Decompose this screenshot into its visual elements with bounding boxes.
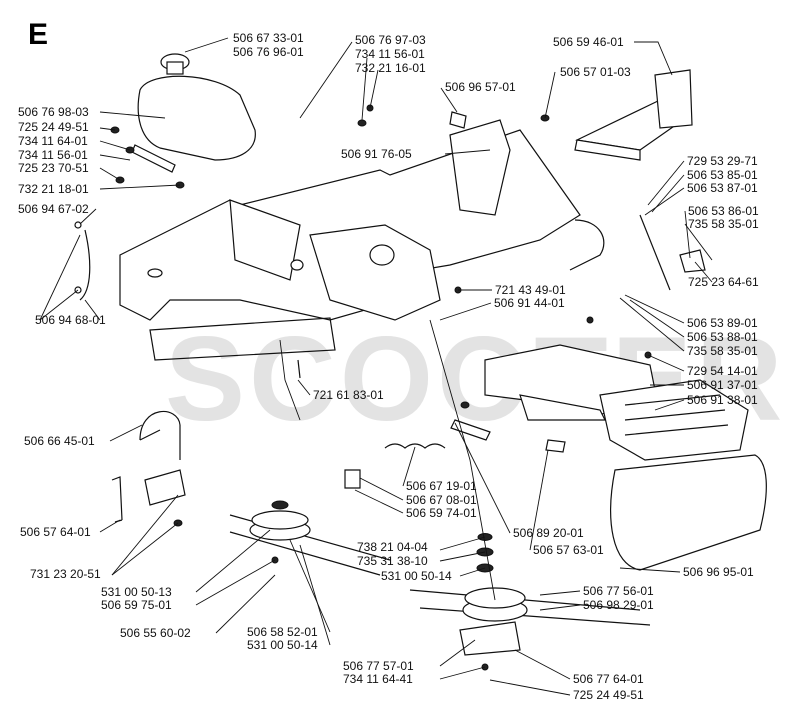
hook-bracket: [111, 410, 186, 523]
part-label: 506 91 76-05: [341, 147, 412, 161]
left-pulley: [229, 500, 391, 576]
part-labels: 506 67 33-01 506 76 96-01 506 76 97-03 7…: [18, 31, 759, 702]
part-label: 734 11 56-01: [18, 148, 88, 162]
section-letter: E: [28, 18, 48, 51]
part-label: 725 23 64-61: [688, 275, 759, 289]
part-label: 531 00 50-13: [101, 585, 172, 599]
part-label: 506 67 19-01: [406, 479, 477, 493]
side-cover: [610, 454, 767, 571]
part-label: 725 24 49-51: [18, 120, 89, 134]
part-label: 729 54 14-01: [687, 364, 758, 378]
part-label: 506 67 33-01: [233, 31, 304, 45]
part-label: 506 91 44-01: [494, 296, 565, 310]
part-label: 734 11 64-41: [343, 672, 413, 686]
main-frame: [119, 119, 605, 361]
part-label: 506 77 64-01: [573, 672, 644, 686]
part-label: 506 91 37-01: [687, 378, 758, 392]
part-label: 506 59 74-01: [406, 506, 477, 520]
part-label: 506 59 75-01: [101, 598, 172, 612]
part-label: 506 96 57-01: [445, 80, 516, 94]
part-label: 506 77 57-01: [343, 659, 414, 673]
part-label: 506 98 29-01: [583, 598, 654, 612]
part-label: 506 53 87-01: [687, 181, 758, 195]
leader-lines: [39, 37, 713, 696]
part-label: 506 59 46-01: [553, 35, 624, 49]
part-label: 506 57 64-01: [20, 525, 91, 539]
part-label: 506 76 96-01: [233, 45, 304, 59]
part-label: 732 21 16-01: [355, 61, 426, 75]
part-label: 506 53 88-01: [687, 330, 758, 344]
part-label: 731 23 20-51: [30, 567, 101, 581]
part-label: 725 24 49-51: [573, 688, 644, 702]
part-label: 506 96 95-01: [683, 565, 754, 579]
part-label: 531 00 50-14: [247, 638, 318, 652]
part-label: 735 58 35-01: [688, 217, 759, 231]
part-label: 506 76 98-03: [18, 105, 89, 119]
fuel-tank: [137, 53, 256, 161]
spring-and-arm: [344, 419, 566, 489]
part-label: 531 00 50-14: [381, 569, 452, 583]
part-label: 738 21 04-04: [357, 540, 428, 554]
part-label: 732 21 18-01: [18, 182, 89, 196]
part-label: 506 77 56-01: [583, 584, 654, 598]
part-label: 506 55 60-02: [120, 626, 191, 640]
part-label: 506 58 52-01: [247, 625, 318, 639]
part-label: 506 89 20-01: [513, 526, 584, 540]
part-label: 734 11 56-01: [355, 47, 425, 61]
part-label: 506 76 97-03: [355, 33, 426, 47]
part-label: 735 31 38-10: [357, 554, 428, 568]
part-label: 506 67 08-01: [406, 493, 477, 507]
part-label: 506 53 89-01: [687, 316, 758, 330]
part-label: 721 43 49-01: [495, 283, 566, 297]
part-label: 506 57 63-01: [533, 543, 604, 557]
part-label: 506 94 67-02: [18, 202, 89, 216]
part-label: 725 23 70-51: [18, 161, 89, 175]
seat-pan: [574, 69, 693, 161]
small-clip: [449, 111, 467, 129]
part-label: 506 53 86-01: [688, 204, 759, 218]
part-label: 721 61 83-01: [313, 388, 384, 402]
part-label: 729 53 29-71: [687, 154, 758, 168]
part-label: 506 91 38-01: [687, 393, 758, 407]
part-label: 735 58 35-01: [687, 344, 758, 358]
part-label: 506 57 01-03: [560, 65, 631, 79]
part-label: 506 53 85-01: [687, 168, 758, 182]
part-label: 734 11 64-01: [18, 134, 88, 148]
part-label: 506 94 68-01: [35, 313, 106, 327]
belt-guard-grille: [599, 379, 749, 461]
part-label: 506 66 45-01: [24, 434, 95, 448]
